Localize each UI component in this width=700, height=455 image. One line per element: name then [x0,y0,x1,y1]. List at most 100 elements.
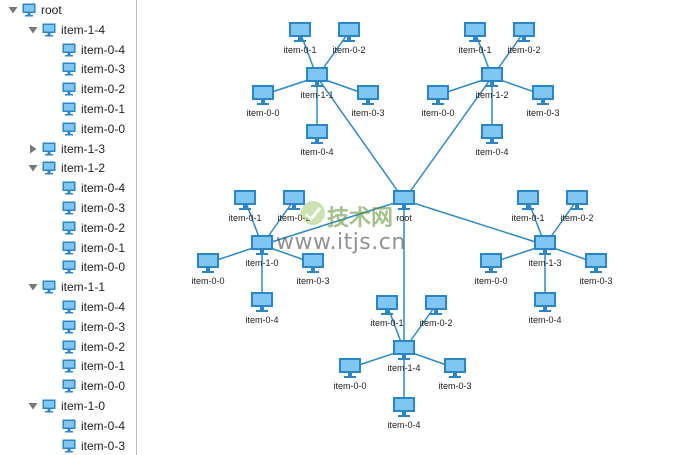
graph-node-label: item-0-1 [228,213,261,223]
graph-node[interactable]: item-0-3 [438,358,472,391]
graph-node-label: item-0-4 [300,147,333,157]
graph-node[interactable]: item-0-2 [419,295,453,328]
graph-node[interactable]: item-0-0 [191,253,225,286]
tree-row[interactable]: item-0-3 [48,317,125,337]
graph-node[interactable]: root [393,190,415,223]
graph-node[interactable]: item-0-1 [370,295,404,328]
tree-row[interactable]: root [8,0,62,20]
tree-row[interactable]: item-0-3 [48,59,125,79]
tree-row-label: item-0-3 [81,319,126,334]
graph-node[interactable]: item-0-1 [283,22,317,55]
triangle-down-icon[interactable] [28,25,38,35]
graph-node[interactable]: item-0-2 [277,190,311,223]
graph-node[interactable]: item-0-4 [475,124,509,157]
graph-node[interactable]: item-0-3 [351,85,385,118]
tree-row-label: item-0-4 [81,300,126,314]
tree-row-label: item-0-4 [81,418,126,433]
graph-node[interactable]: item-1-3 [528,235,562,268]
tree-row[interactable]: item-0-3 [48,436,125,455]
monitor-icon [62,62,76,76]
triangle-down-icon[interactable] [28,163,38,173]
graph-node[interactable]: item-0-2 [332,22,366,55]
graph-node[interactable]: item-1-2 [475,67,509,100]
monitor-icon [62,122,76,136]
graph-node[interactable]: item-0-2 [507,22,541,55]
triangle-right-icon[interactable] [28,144,38,154]
graph-node[interactable]: item-0-4 [528,292,562,325]
tree-row[interactable]: item-0-3 [48,198,125,218]
graph-node[interactable]: item-0-1 [228,190,262,223]
monitor-icon [339,358,361,378]
monitor-icon [251,292,273,312]
monitor-icon [532,85,554,105]
graph-node[interactable]: item-0-4 [245,292,279,325]
tree-row-label: item-1-0 [61,399,106,413]
graph-node[interactable]: item-0-1 [458,22,492,55]
graph-node[interactable]: item-0-3 [296,253,330,286]
monitor-icon [517,190,539,210]
tree-row[interactable]: item-1-4 [28,20,105,40]
tree-row[interactable]: item-0-4 [48,178,125,198]
monitor-icon [427,85,449,105]
tree-row[interactable]: item-0-4 [48,40,125,60]
tree-row[interactable]: item-0-4 [48,297,125,317]
tree-row[interactable]: item-0-1 [48,99,125,119]
monitor-icon [566,190,588,210]
tree-row-label: item-1-3 [61,141,106,156]
monitor-icon [302,253,324,273]
monitor-icon [62,439,76,453]
graph-node[interactable]: item-0-0 [333,358,367,391]
graph-node[interactable]: item-0-0 [421,85,455,118]
graph-node[interactable]: item-1-4 [387,340,421,373]
monitor-icon [251,235,273,255]
monitor-icon [62,359,76,373]
monitor-icon [234,190,256,210]
monitor-icon [62,379,76,393]
tree-row[interactable]: item-0-0 [48,376,125,396]
monitor-icon [62,419,76,433]
monitor-icon [425,295,447,315]
graph-node[interactable]: item-0-1 [511,190,545,223]
tree-row[interactable]: item-0-0 [48,257,125,277]
graph-node[interactable]: item-0-0 [474,253,508,286]
graph-edge [403,199,546,246]
graph-node-label: item-0-3 [579,276,612,286]
tree-row[interactable]: item-1-0 [28,396,105,416]
tree-row-label: item-0-1 [81,359,126,374]
tree-row[interactable]: item-1-3 [28,139,105,159]
tree-row[interactable]: item-0-2 [48,218,125,238]
graph-edge [403,76,493,201]
graph-node-label: item-1-0 [245,258,278,268]
monitor-icon [62,43,76,57]
tree-row[interactable]: item-1-2 [28,158,105,178]
triangle-down-icon[interactable] [28,282,38,292]
tree-row[interactable]: item-0-2 [48,337,125,357]
graph-node[interactable]: item-0-3 [579,253,613,286]
monitor-icon [481,67,503,87]
graph-node[interactable]: item-0-0 [246,85,280,118]
tree-row[interactable]: item-1-1 [28,277,105,297]
graph-node[interactable]: item-1-1 [300,67,334,100]
tree-row[interactable]: item-0-4 [48,416,125,436]
monitor-icon [306,67,328,87]
tree-row[interactable]: item-0-1 [48,356,125,376]
graph-node-label: item-0-0 [246,108,279,118]
graph-node[interactable]: item-0-3 [526,85,560,118]
graph-node[interactable]: item-0-4 [387,397,421,430]
graph-node[interactable]: item-0-2 [560,190,594,223]
graph-node[interactable]: item-0-4 [300,124,334,157]
monitor-icon [444,358,466,378]
triangle-down-icon[interactable] [28,401,38,411]
monitor-icon [357,85,379,105]
graph-node-label: item-0-3 [296,276,329,286]
tree-row-label: item-0-2 [81,339,126,354]
monitor-icon [42,399,56,413]
graph-node[interactable]: item-1-0 [245,235,279,268]
triangle-down-icon[interactable] [8,5,18,15]
tree-row[interactable]: item-0-2 [48,79,125,99]
tree-row-label: item-0-3 [81,438,126,453]
tree-row[interactable]: item-0-1 [48,238,125,258]
tree-row[interactable]: item-0-0 [48,119,125,139]
